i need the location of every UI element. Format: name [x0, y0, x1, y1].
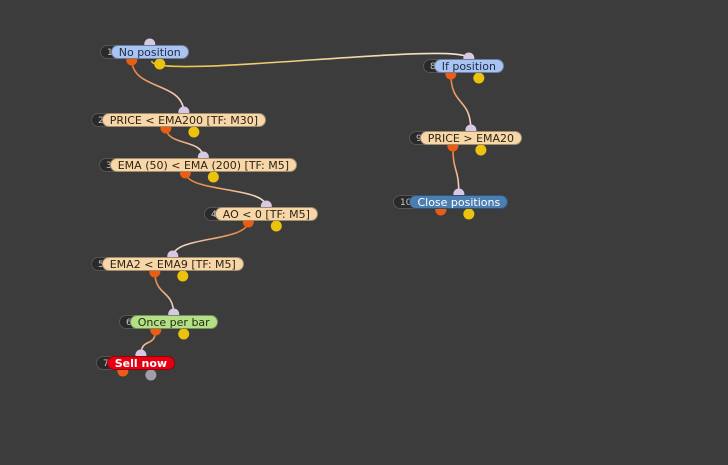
- connection-wire: [171, 220, 250, 258]
- output-port-alt[interactable]: [473, 72, 485, 84]
- output-port-alt[interactable]: [178, 328, 190, 340]
- connection-wire: [184, 171, 268, 208]
- node-price-below-ema200[interactable]: 2 PRICE < EMA200 [TF: M30]: [91, 113, 267, 127]
- node-label: Close positions: [409, 195, 509, 209]
- connection-wire: [150, 52, 470, 68]
- node-label: PRICE > EMA20: [419, 131, 523, 145]
- output-port-alt[interactable]: [154, 58, 166, 70]
- node-label: Sell now: [106, 356, 176, 370]
- output-port-alt[interactable]: [475, 144, 487, 156]
- node-sell-now[interactable]: 7 Sell now: [96, 356, 176, 370]
- node-once-per-bar[interactable]: 6 Once per bar: [119, 315, 218, 329]
- output-port-alt[interactable]: [145, 369, 157, 381]
- node-label: AO < 0 [TF: M5]: [214, 207, 318, 221]
- node-if-position[interactable]: 8 If position: [423, 59, 504, 73]
- output-port-alt[interactable]: [270, 220, 282, 232]
- connection-wire: [450, 72, 472, 132]
- node-label: PRICE < EMA200 [TF: M30]: [101, 113, 267, 127]
- output-port-alt[interactable]: [207, 171, 219, 183]
- node-label: No position: [110, 45, 189, 59]
- node-ao-below-zero[interactable]: 4 AO < 0 [TF: M5]: [204, 207, 318, 221]
- node-ema2-below-ema9[interactable]: 5 EMA2 < EMA9 [TF: M5]: [91, 257, 244, 271]
- connection-wire: [130, 58, 185, 114]
- node-ema50-below-ema200[interactable]: 3 EMA (50) < EMA (200) [TF: M5]: [99, 158, 297, 172]
- connection-wire: [452, 144, 460, 196]
- node-label: EMA2 < EMA9 [TF: M5]: [101, 257, 244, 271]
- node-no-position[interactable]: 1 No position: [100, 45, 189, 59]
- output-port-alt[interactable]: [177, 270, 189, 282]
- output-port-alt[interactable]: [463, 208, 475, 220]
- node-price-above-ema20[interactable]: 9 PRICE > EMA20: [409, 131, 523, 145]
- connection-wire: [153, 270, 175, 316]
- node-label: EMA (50) < EMA (200) [TF: M5]: [109, 158, 297, 172]
- output-port-alt[interactable]: [188, 126, 200, 138]
- node-label: Once per bar: [129, 315, 218, 329]
- node-close-positions[interactable]: 10 Close positions: [393, 195, 509, 209]
- node-label: If position: [433, 59, 504, 73]
